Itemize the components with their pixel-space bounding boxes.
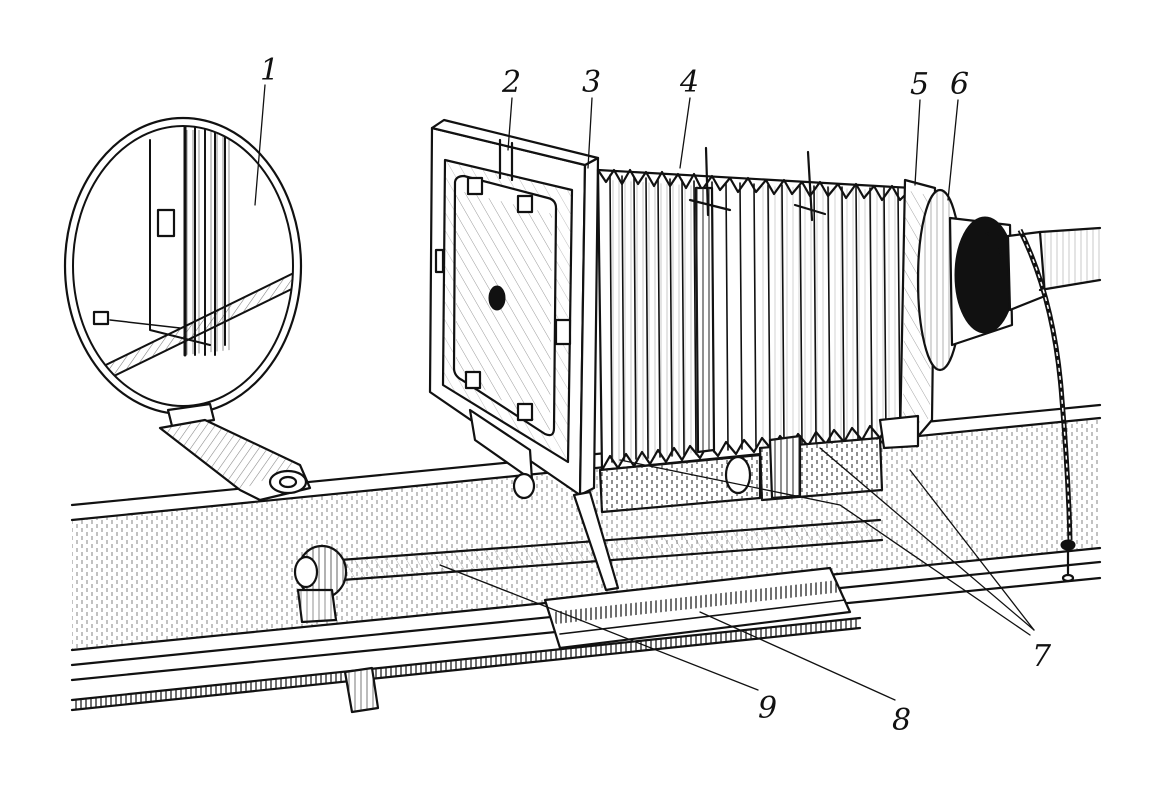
guide-rod (293, 518, 884, 624)
callout-5: 5 (910, 67, 929, 102)
scale-ruler (543, 566, 852, 650)
callout-8: 8 (892, 703, 911, 738)
callout-labels: 1 2 3 4 5 6 7 8 9 (260, 53, 1052, 738)
callout-2: 2 (501, 65, 521, 100)
front-frame (428, 118, 620, 592)
bellows (596, 146, 920, 472)
callout-6: 6 (950, 67, 969, 102)
callout-3: 3 (582, 65, 601, 100)
carriages (598, 434, 884, 514)
callout-4: 4 (679, 65, 699, 100)
lens (916, 188, 1102, 583)
callout-9: 9 (758, 691, 777, 726)
leader-lines (254, 84, 1035, 701)
mirror (63, 116, 312, 502)
callout-7: 7 (1032, 639, 1052, 674)
callout-1: 1 (260, 53, 279, 88)
